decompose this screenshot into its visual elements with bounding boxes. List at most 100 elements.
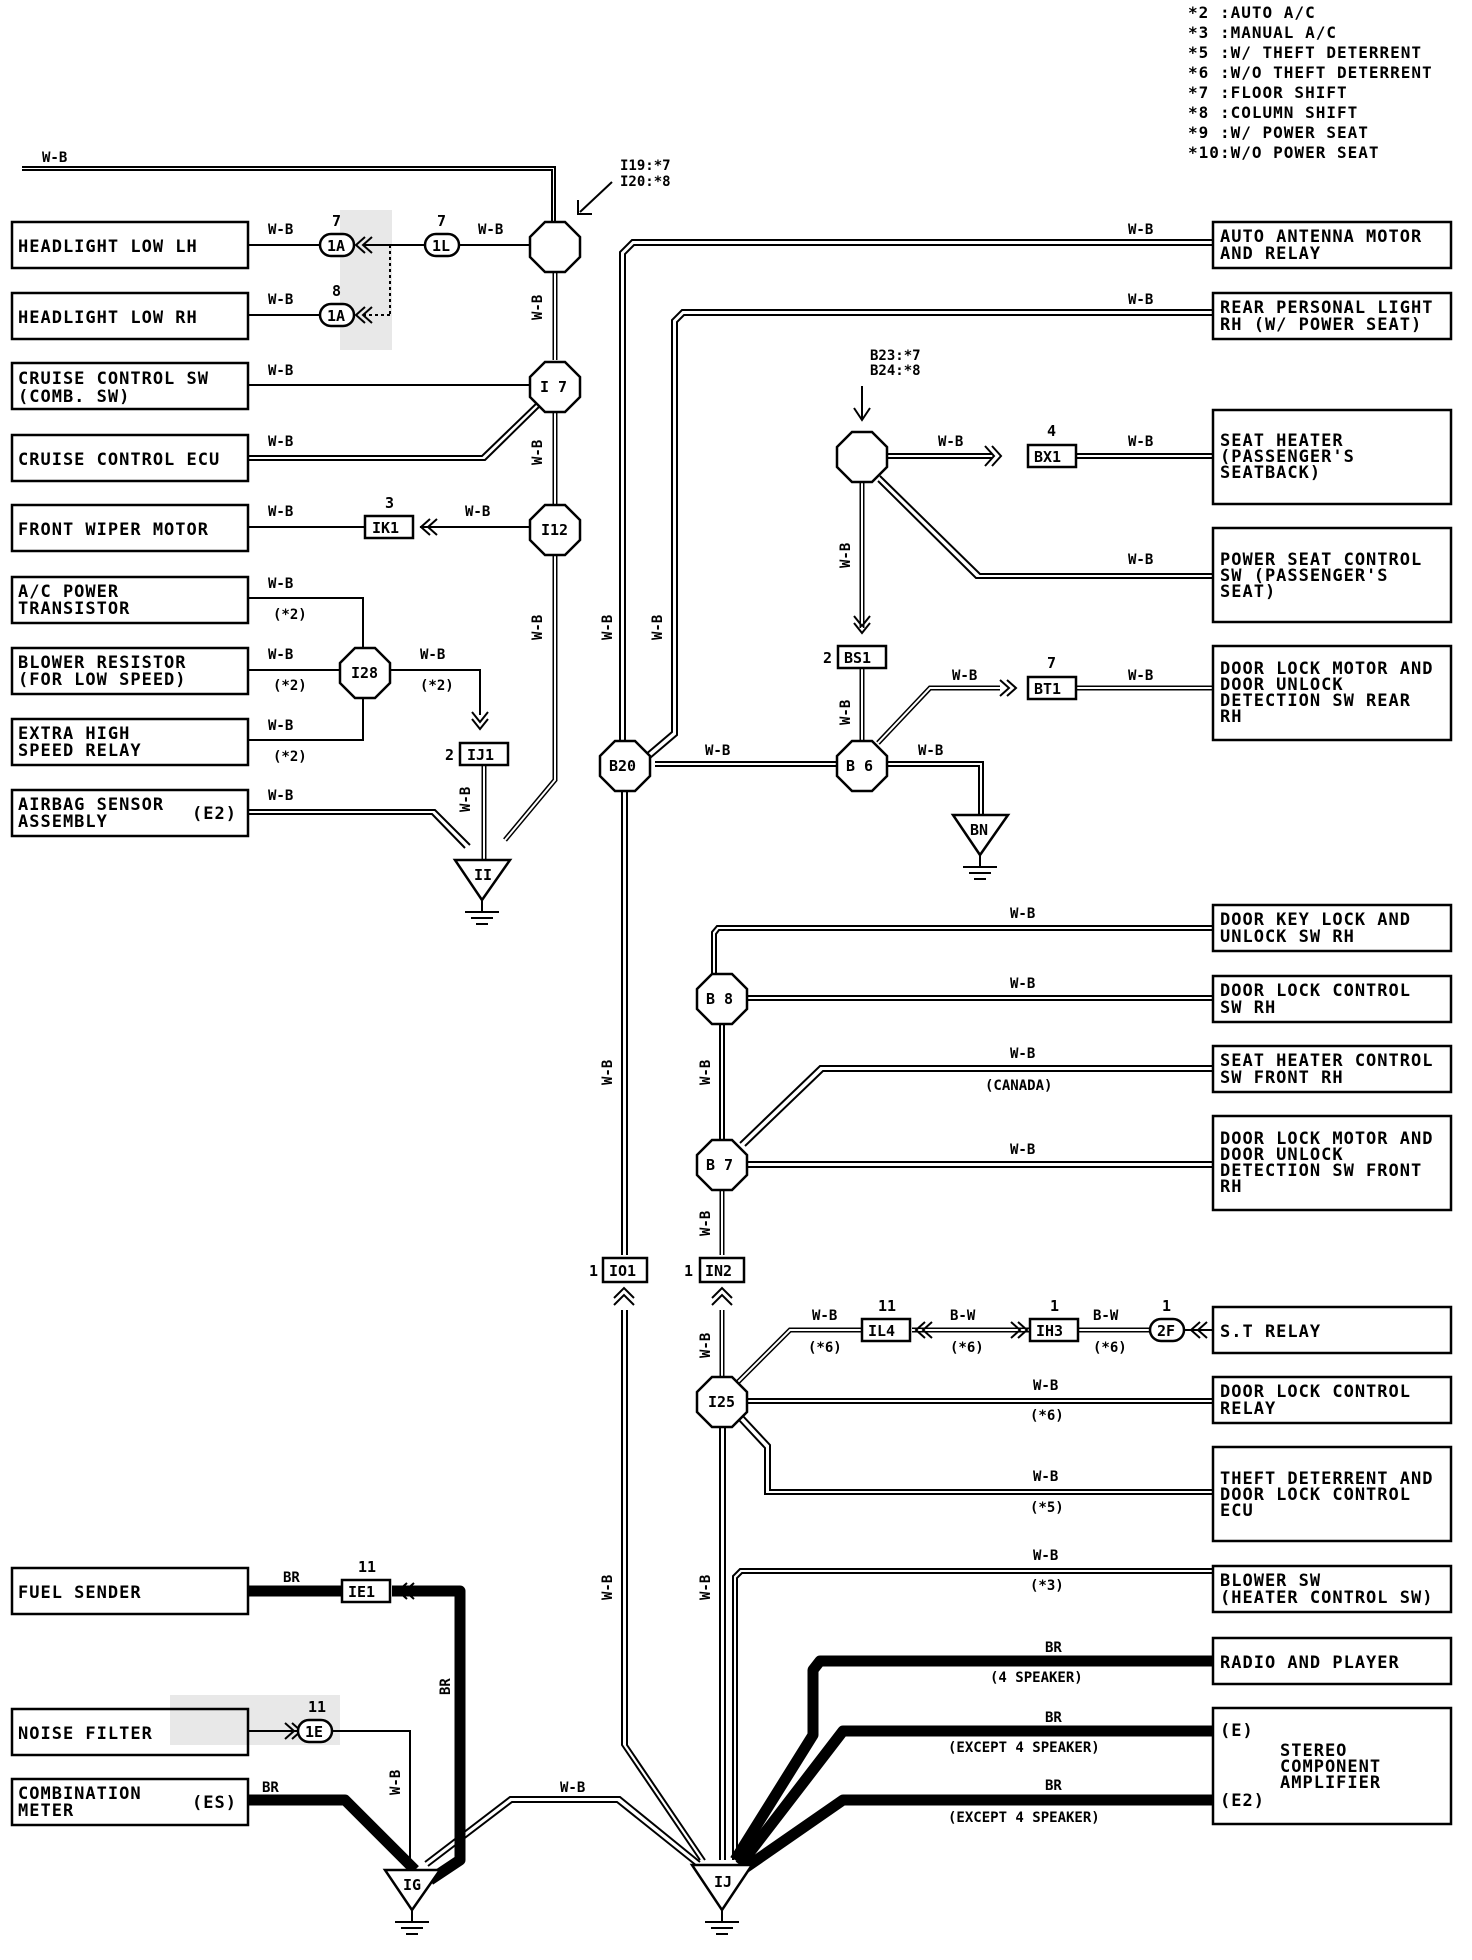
connector-bs1	[836, 644, 888, 670]
component-label: RADIO AND PLAYER	[1220, 1653, 1400, 1673]
component-door-lock-front	[1211, 1114, 1453, 1212]
legend-code: *10	[1188, 143, 1220, 162]
condition-label: (*6)	[808, 1340, 842, 1356]
connectors: 1A 7 1L 7 1A 8 1E 11 2F 1 IK1 3 IJ1 2 BX…	[296, 212, 1186, 1744]
component-label: DETECTION SW REAR	[1220, 691, 1411, 711]
component-label: DETECTION SW FRONT	[1220, 1161, 1422, 1181]
junction-b23-b24	[835, 430, 889, 484]
arrow-icon	[711, 1286, 733, 1299]
wire-color-label: BR	[283, 1570, 300, 1586]
wires-left-lower	[248, 1585, 466, 1885]
component-label: COMPONENT	[1280, 1757, 1381, 1777]
connector-pin: 3	[385, 494, 394, 512]
ground-ii	[452, 858, 513, 903]
wire-color-label: W-B	[838, 700, 854, 725]
connector-label: 2F	[1157, 1322, 1175, 1340]
condition-label: (*5)	[1030, 1500, 1064, 1516]
wires-left-top	[22, 166, 558, 860]
connector-pin: 7	[1047, 654, 1056, 672]
component-label: FUEL SENDER	[18, 1583, 142, 1603]
wire-color-label: W-B	[1010, 976, 1035, 992]
connector-bt1	[1026, 675, 1078, 701]
component-label: TRANSISTOR	[18, 599, 130, 619]
wire-color-label: W-B	[388, 1770, 404, 1795]
component-label: REAR PERSONAL LIGHT	[1220, 298, 1433, 318]
connector-bx1	[1026, 443, 1078, 469]
junction-label: B 8	[706, 990, 733, 1008]
component-door-key-lock	[1211, 903, 1453, 953]
ground-label: IG	[403, 1876, 421, 1894]
legend-code: *9	[1188, 123, 1209, 142]
arrow-icon	[471, 718, 489, 731]
wire-color-label: BR	[1045, 1778, 1062, 1794]
component-label: DOOR UNLOCK	[1220, 675, 1344, 695]
condition-label: (EXCEPT 4 SPEAKER)	[948, 1810, 1100, 1826]
wire-color-label: W-B	[918, 743, 943, 759]
connector-1a	[318, 232, 356, 258]
arrow-icon	[613, 1293, 635, 1306]
arrow-icon	[984, 445, 996, 467]
component-label: RH (W/ POWER SEAT)	[1220, 315, 1422, 335]
wire-labels: W-B W-B W-B W-B W-B W-B W-B W-B W-B W-B …	[42, 150, 1153, 1796]
component-label: SEAT HEATER	[1220, 431, 1344, 451]
connector-il4	[860, 1317, 912, 1343]
component-power-seat-control	[1211, 526, 1453, 624]
connector-1e	[296, 1718, 334, 1744]
component-label: POWER SEAT CONTROL	[1220, 550, 1422, 570]
component-label: DOOR UNLOCK	[1220, 1145, 1344, 1165]
wire-color-label: BR	[438, 1678, 454, 1695]
component-label: DOOR KEY LOCK AND	[1220, 910, 1411, 930]
arrow-icon	[711, 1293, 733, 1306]
pointer-arrow	[577, 200, 592, 215]
component-ac-power-transistor	[10, 575, 250, 625]
connector-1a-rh	[318, 302, 356, 328]
arrow-icon	[403, 1582, 415, 1600]
connector-label: IN2	[705, 1262, 732, 1280]
component-door-lock-rear	[1211, 644, 1453, 742]
wire-color-label: W-B	[530, 615, 546, 640]
component-cruise-control-sw	[10, 361, 250, 411]
junction-top	[528, 220, 582, 274]
wire-color-label: W-B	[600, 615, 616, 640]
wire-color-label: W-B	[268, 647, 293, 663]
junction-notes: I19:*7 I20:*8 B23:*7 B24:*8	[620, 158, 921, 379]
connector-label: IE1	[348, 1583, 375, 1601]
legend-desc: :W/ THEFT DETERRENT	[1220, 43, 1422, 62]
component-front-wiper-motor	[10, 503, 250, 553]
connector-label: IL4	[868, 1322, 895, 1340]
condition-label: (*2)	[420, 678, 454, 694]
component-label: SPEED RELAY	[18, 741, 142, 761]
legend-desc: :COLUMN SHIFT	[1220, 103, 1358, 122]
legend: *2:AUTO A/C *3:MANUAL A/C *5:W/ THEFT DE…	[1188, 3, 1432, 162]
component-label: EXTRA HIGH	[18, 724, 130, 744]
junction-i28	[338, 646, 392, 700]
component-label: THEFT DETERRENT AND	[1220, 1469, 1433, 1489]
wire-color-label: W-B	[1010, 1046, 1035, 1062]
connector-pin: 1	[684, 1262, 693, 1280]
wire-color-label: W-B	[1033, 1469, 1058, 1485]
legend-desc: :W/O POWER SEAT	[1220, 143, 1380, 162]
wire-color-label: W-B	[420, 647, 445, 663]
wire-color-label: W-B	[812, 1308, 837, 1324]
arrow-icon	[613, 1286, 635, 1299]
arrow-markers	[284, 181, 1208, 1740]
component-label: (COMB. SW)	[18, 387, 130, 407]
component-label: ECU	[1220, 1501, 1254, 1521]
component-label: S.T RELAY	[1220, 1322, 1321, 1342]
ground-label: BN	[970, 821, 988, 839]
component-door-lock-control-relay	[1211, 1375, 1453, 1425]
component-label: COMBINATION	[18, 1784, 142, 1804]
arrow-icon	[419, 518, 431, 536]
arrow-icon	[1010, 1321, 1022, 1339]
junction-i25	[695, 1375, 749, 1429]
wire-color-label: W-B	[478, 222, 503, 238]
arrow-icon	[1196, 1321, 1208, 1339]
arrow-icon	[284, 1722, 296, 1740]
component-label: (FOR LOW SPEED)	[18, 670, 187, 690]
junction-i12	[528, 503, 582, 557]
wire-color-label: W-B	[600, 1575, 616, 1600]
grounds: II BN IG IJ	[382, 813, 1011, 1935]
wire-color-label: W-B	[268, 292, 293, 308]
arrow-icon	[921, 1321, 933, 1339]
